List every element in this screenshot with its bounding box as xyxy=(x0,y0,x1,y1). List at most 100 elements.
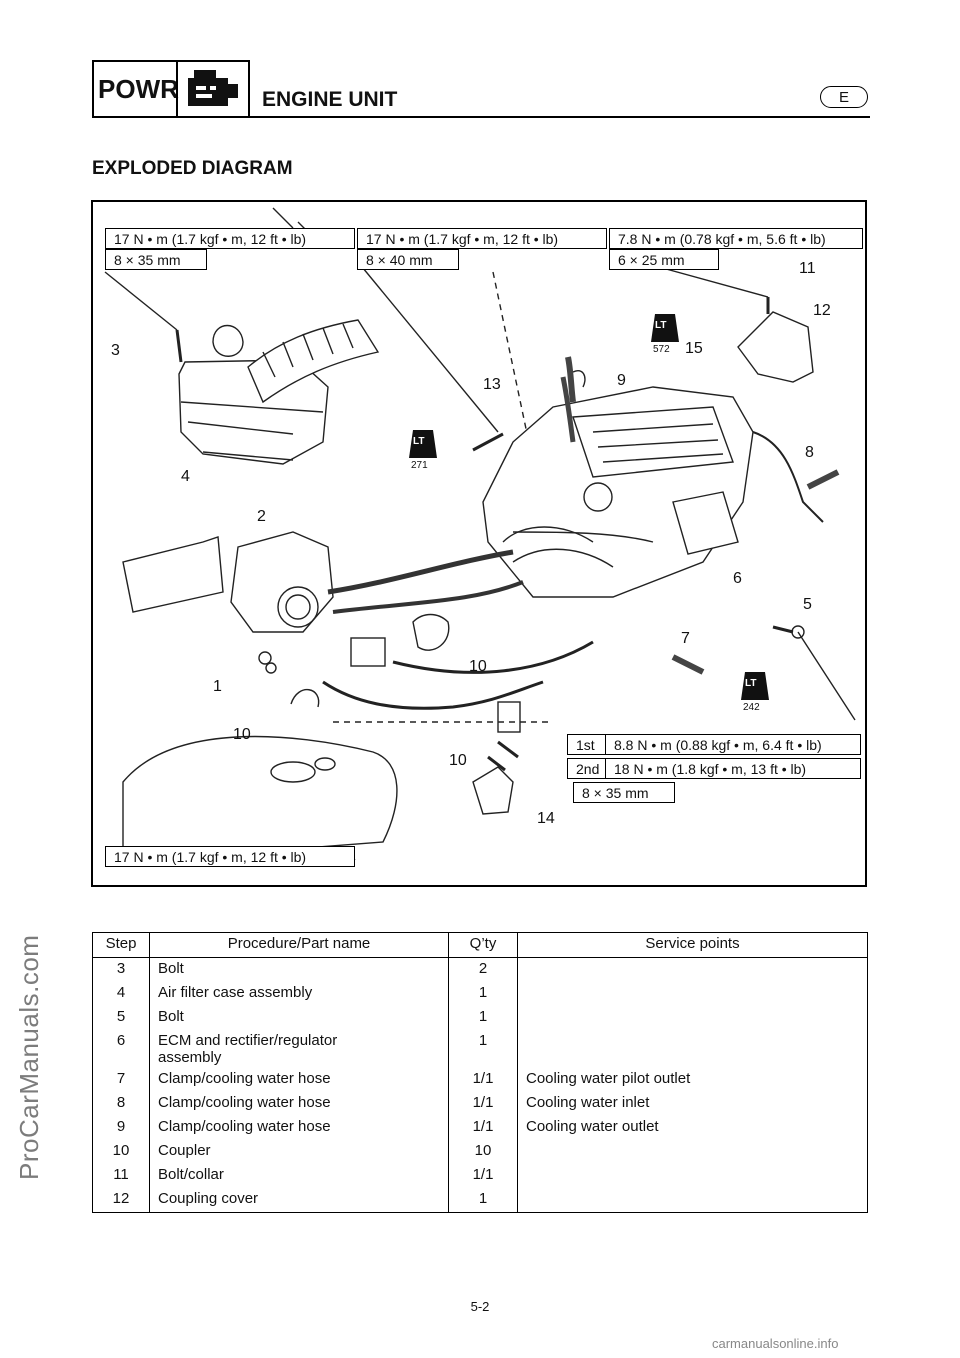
table-row: 4 Air filter case assembly 1 xyxy=(92,982,868,1006)
cell-step: 10 xyxy=(92,1140,150,1164)
callout-7: 7 xyxy=(681,630,690,647)
cell-part-name: Bolt xyxy=(149,1006,449,1030)
cell-part-name: Coupler xyxy=(149,1140,449,1164)
header-qty: Q’ty xyxy=(448,932,518,958)
callout-13: 13 xyxy=(483,376,501,393)
header-service-points: Service points xyxy=(517,932,868,958)
bolt-size-stage: 8 × 35 mm xyxy=(573,782,675,803)
cell-qty: 1/1 xyxy=(448,1068,518,1092)
loctite-symbol-b: LT xyxy=(413,436,425,447)
section-code-divider xyxy=(176,60,178,118)
torque-spec-right: 7.8 N • m (0.78 kgf • m, 5.6 ft • lb) xyxy=(609,228,863,249)
cell-service-points: Cooling water outlet xyxy=(517,1116,868,1140)
cell-part-name: Clamp/cooling water hose xyxy=(149,1116,449,1140)
table-row: 3 Bolt 2 xyxy=(92,957,868,982)
callout-2: 2 xyxy=(257,508,266,525)
cell-qty: 10 xyxy=(448,1140,518,1164)
cell-step: 6 xyxy=(92,1030,150,1068)
section-code-box xyxy=(92,60,250,118)
cell-step: 7 xyxy=(92,1068,150,1092)
table-row: 10 Coupler 10 xyxy=(92,1140,868,1164)
torque-spec-mid: 17 N • m (1.7 kgf • m, 12 ft • lb) xyxy=(357,228,607,249)
side-watermark: ProCarManuals.com xyxy=(14,934,44,1180)
callout-11: 11 xyxy=(799,260,816,277)
table-header-row: Step Procedure/Part name Q’ty Service po… xyxy=(92,932,868,958)
loctite-code-b: 271 xyxy=(411,460,428,471)
cell-part-name: ECM and rectifier/regulator assembly xyxy=(149,1030,449,1068)
page-title: EXPLODED DIAGRAM xyxy=(92,158,293,179)
cell-qty: 1/1 xyxy=(448,1164,518,1188)
cell-service-points xyxy=(517,1188,868,1213)
stage1-label: 1st xyxy=(567,734,607,755)
table-row: 5 Bolt 1 xyxy=(92,1006,868,1030)
callout-3: 3 xyxy=(111,342,120,359)
cell-step: 3 xyxy=(92,957,150,982)
section-title-header: ENGINE UNIT xyxy=(262,88,398,111)
loctite-symbol-c: LT xyxy=(745,678,757,689)
callout-10c: 10 xyxy=(449,752,467,769)
loctite-code-c: 242 xyxy=(743,702,760,713)
engine-icon xyxy=(188,70,238,106)
callout-6: 6 xyxy=(733,570,742,587)
loctite-symbol-a: LT xyxy=(655,320,667,331)
cell-step: 9 xyxy=(92,1116,150,1140)
cell-qty: 1 xyxy=(448,1030,518,1068)
cell-service-points xyxy=(517,957,868,982)
section-code: POWR xyxy=(98,74,179,104)
stage2-torque: 18 N • m (1.8 kgf • m, 13 ft • lb) xyxy=(605,758,861,779)
cell-qty: 1 xyxy=(448,1188,518,1213)
table-row: 6 ECM and rectifier/regulator assembly 1 xyxy=(92,1030,868,1068)
cell-part-name: Coupling cover xyxy=(149,1188,449,1213)
cell-step: 12 xyxy=(92,1188,150,1213)
bolt-size-left: 8 × 35 mm xyxy=(105,249,207,270)
cell-service-points xyxy=(517,1030,868,1068)
cell-part-name: Air filter case assembly xyxy=(149,982,449,1006)
stage2-label: 2nd xyxy=(567,758,607,779)
callout-15: 15 xyxy=(685,340,703,357)
callout-1: 1 xyxy=(213,678,222,695)
cell-part-name: Bolt xyxy=(149,957,449,982)
callout-10b: 10 xyxy=(233,726,251,743)
cell-step: 5 xyxy=(92,1006,150,1030)
diagram-artwork xyxy=(104,207,856,863)
callout-4: 4 xyxy=(181,468,190,485)
table-row: 12 Coupling cover 1 xyxy=(92,1188,868,1213)
table-row: 11 Bolt/collar 1/1 xyxy=(92,1164,868,1188)
cell-service-points: Cooling water inlet xyxy=(517,1092,868,1116)
cell-part-name: Clamp/cooling water hose xyxy=(149,1068,449,1092)
cell-service-points: Cooling water pilot outlet xyxy=(517,1068,868,1092)
table-row: 9 Clamp/cooling water hose 1/1 Cooling w… xyxy=(92,1116,868,1140)
cell-service-points xyxy=(517,1164,868,1188)
cell-step: 4 xyxy=(92,982,150,1006)
bolt-size-mid: 8 × 40 mm xyxy=(357,249,459,270)
table-row: 8 Clamp/cooling water hose 1/1 Cooling w… xyxy=(92,1092,868,1116)
loctite-code-a: 572 xyxy=(653,344,670,355)
cell-qty: 1/1 xyxy=(448,1092,518,1116)
callout-9: 9 xyxy=(617,372,626,389)
cell-service-points xyxy=(517,1140,868,1164)
cell-step: 8 xyxy=(92,1092,150,1116)
cell-part-name: Clamp/cooling water hose xyxy=(149,1092,449,1116)
stage1-torque: 8.8 N • m (0.88 kgf • m, 6.4 ft • lb) xyxy=(605,734,861,755)
cell-qty: 1 xyxy=(448,1006,518,1030)
callout-14: 14 xyxy=(537,810,555,827)
callout-5: 5 xyxy=(803,596,812,613)
callout-12: 12 xyxy=(813,302,831,319)
table-row: 7 Clamp/cooling water hose 1/1 Cooling w… xyxy=(92,1068,868,1092)
cell-step: 11 xyxy=(92,1164,150,1188)
procedure-table: Step Procedure/Part name Q’ty Service po… xyxy=(92,932,868,1213)
footer-watermark: carmanualsonline.info xyxy=(712,1336,839,1351)
page-number: 5-2 xyxy=(470,1299,490,1314)
header-rule xyxy=(250,116,870,118)
cell-service-points xyxy=(517,1006,868,1030)
cell-service-points xyxy=(517,982,868,1006)
loctite-icons xyxy=(409,314,769,700)
language-badge: E xyxy=(820,86,868,108)
cell-qty: 2 xyxy=(448,957,518,982)
torque-spec-bottom: 17 N • m (1.7 kgf • m, 12 ft • lb) xyxy=(105,846,355,867)
callout-10a: 10 xyxy=(469,658,487,675)
callout-8: 8 xyxy=(805,444,814,461)
cell-part-name: Bolt/collar xyxy=(149,1164,449,1188)
bolt-size-right: 6 × 25 mm xyxy=(609,249,719,270)
header-step: Step xyxy=(92,932,150,958)
